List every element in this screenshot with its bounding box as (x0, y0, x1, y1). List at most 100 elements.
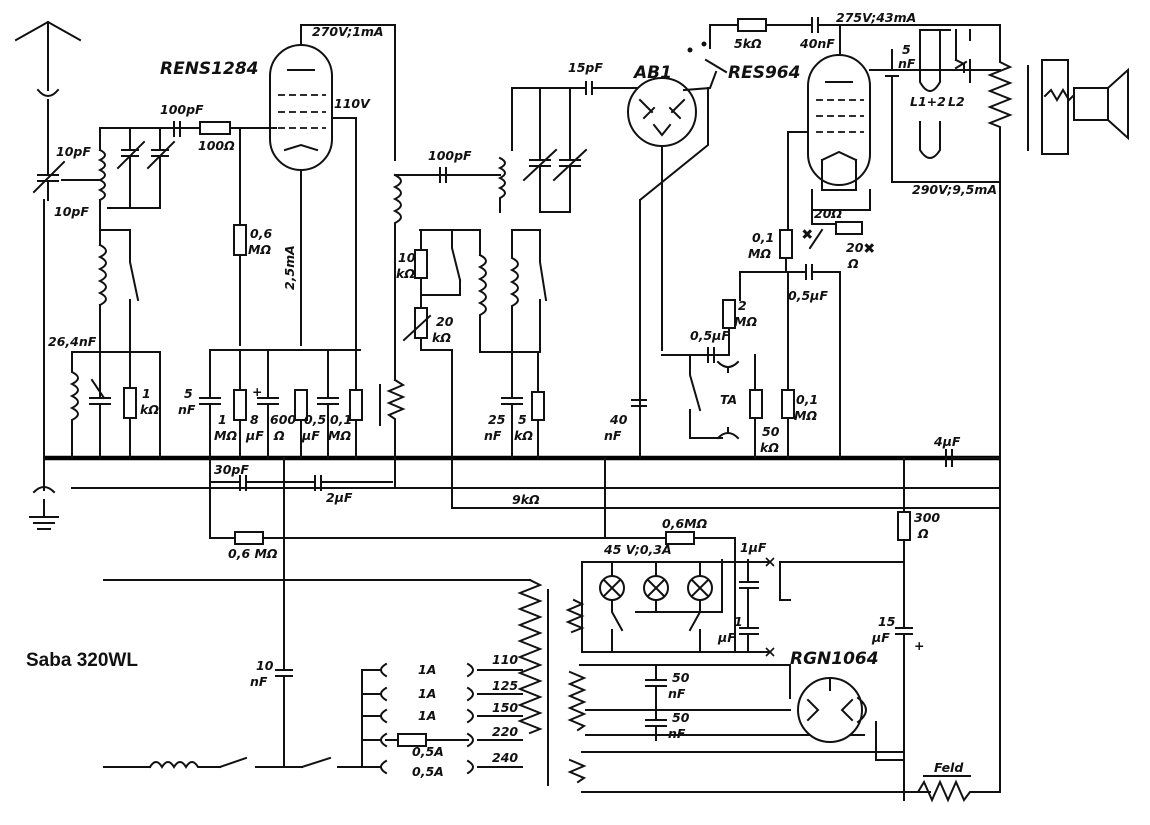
tube-label-ab1: AB1 (632, 63, 672, 83)
res-label-300ohm-unit: Ω (917, 526, 929, 541)
cap-label-10nf: 10 (256, 658, 274, 673)
res-label-100ohm: 100Ω (198, 138, 235, 153)
antenna-icon (14, 20, 82, 151)
cap-label-25nf: 25 (488, 412, 506, 427)
cap-label-50nf-a-unit: nF (668, 686, 686, 701)
res-label-0-1m-b: 0,1 (752, 230, 774, 245)
cap-label-15uf-unit: μF (871, 630, 890, 645)
cathode-ta-network (661, 181, 1001, 513)
res-label-300ohm: 300 (914, 510, 940, 525)
input-tuning-section (32, 121, 276, 459)
earth-ground-icon (29, 457, 59, 530)
voltage-label-275v: 275V;43mA (836, 10, 916, 25)
cross-mark: × (802, 226, 812, 241)
fuse-label: 0,5A (412, 744, 444, 759)
mains-tap-label: 220 (492, 724, 518, 739)
voltage-label-270v: 270V;1mA (312, 24, 384, 39)
tube-label-rgn1064: RGN1064 (790, 649, 879, 669)
cap-label-5nf: 5 (184, 386, 193, 401)
mains-tap-label: 240 (492, 750, 518, 765)
res-label-0-1m-a-unit: MΩ (328, 428, 351, 443)
fuse-label: 1A (418, 708, 436, 723)
cap-label-40nf-unit: nF (604, 428, 622, 443)
cap-label-4uf: 4μF (933, 434, 961, 449)
res-label-600: 600 (270, 412, 296, 427)
res-label-0-6m-top: 0,6 (250, 226, 272, 241)
cap-label-5nf-out-unit: nF (898, 56, 916, 71)
cross-mark: × (864, 240, 874, 255)
tube-label-res964: RES964 (728, 63, 800, 83)
cap-label-5nf-out: 5 (902, 42, 911, 57)
cap-label-10pf-a: 10pF (56, 144, 91, 159)
res-label-10k: 10 (398, 250, 416, 265)
res-label-0-1m-b-unit: MΩ (748, 246, 771, 261)
cap-label-0-5uf-c: 0,5μF (690, 328, 730, 343)
cap-label-40nf: 40 (609, 412, 628, 427)
fuse-label: 0,5A (412, 764, 444, 779)
top-bplus-line (709, 17, 1001, 59)
res-label-5k-unit: kΩ (514, 428, 533, 443)
res-label-2m: 2 (738, 298, 747, 313)
cap-label-15uf: 15 (878, 614, 896, 629)
res-label-1m: 1 (218, 412, 227, 427)
cap-label-10nf-unit: nF (250, 674, 268, 689)
pot-label-20k-unit: kΩ (432, 330, 451, 345)
res-label-0-1m-c-unit: MΩ (794, 408, 817, 423)
res-label-1m-unit: MΩ (214, 428, 237, 443)
pot-label-20k: 20 (436, 314, 454, 329)
cap-label-100pf-1: 100pF (160, 102, 204, 117)
tube-res964 (787, 54, 871, 231)
mains-tap-label: 125 (492, 678, 518, 693)
cap-label-1uf-a: 1μF (740, 540, 767, 555)
coil-label-l12: L1+2 (910, 94, 946, 109)
detector-section (479, 41, 728, 459)
res-label-50k: 50 (762, 424, 780, 439)
cap-label-40nf-top: 40nF (799, 36, 835, 51)
res-label-2m-unit: MΩ (734, 314, 757, 329)
page-title: Saba 320WL (26, 650, 138, 671)
cap-label-1uf-b-unit: μF (717, 630, 736, 645)
cap-label-50nf-b: 50 (672, 710, 690, 725)
cap-label-50nf-a: 50 (672, 670, 690, 685)
res-label-0-1m-a: 0,1 (330, 412, 352, 427)
res-label-20ohm-b-unit: Ω (847, 256, 859, 271)
res-label-50k-unit: kΩ (760, 440, 779, 455)
res-label-600-unit: Ω (273, 428, 285, 443)
mains-section (103, 457, 543, 775)
cap-label-2uf: 2μF (326, 490, 353, 505)
cap-label-0-5uf-a-unit: μF (301, 428, 320, 443)
cap-label-8uf-unit: μF (245, 428, 264, 443)
mains-tap-label: 110 (492, 652, 518, 667)
res-label-0-6m-bottom: 0,6 MΩ (228, 546, 278, 561)
field-coil-label: Feld (934, 760, 964, 775)
cap-label-25nf-unit: nF (484, 428, 502, 443)
plus-sign-8uf: + (252, 384, 262, 399)
res-label-1k: 1 (142, 386, 151, 401)
coil-label-l2: L2 (948, 94, 965, 109)
res-label-5k-top: 5kΩ (734, 36, 762, 51)
cap-label-10pf-b: 10pF (54, 204, 89, 219)
output-stage (869, 24, 1129, 183)
res-label-20ohm-b: 20 (846, 240, 864, 255)
res-label-20ohm-a: 20Ω (814, 206, 842, 221)
cap-label-100pf-2: 100pF (428, 148, 472, 163)
res-label-0-6m-mid: 0,6MΩ (662, 516, 708, 531)
plus-sign-15uf: + (914, 638, 924, 653)
cap-label-0-5uf-b: 0,5μF (788, 288, 828, 303)
res-label-5k: 5 (518, 412, 527, 427)
res-label-0-1m-c: 0,1 (796, 392, 818, 407)
tube-rens1284 (239, 24, 396, 346)
cap-label-0-5uf-a: 0,5 (304, 412, 326, 427)
voltage-label-110v: 110V (334, 96, 371, 111)
res-label-9k: 9kΩ (512, 492, 540, 507)
lamp-rating-label: 45 V;0,3A (603, 542, 672, 557)
tube-label-rens1284: RENS1284 (160, 59, 259, 79)
pickup-label-ta: TA (720, 392, 737, 407)
cap-label-15pf: 15pF (568, 60, 603, 75)
mains-tap-label: 150 (492, 700, 518, 715)
current-label-2-5ma: 2,5mA (282, 245, 297, 290)
res-label-1k-unit: kΩ (140, 402, 159, 417)
fuse-label: 1A (418, 662, 436, 677)
cap-label-50nf-b-unit: nF (668, 726, 686, 741)
